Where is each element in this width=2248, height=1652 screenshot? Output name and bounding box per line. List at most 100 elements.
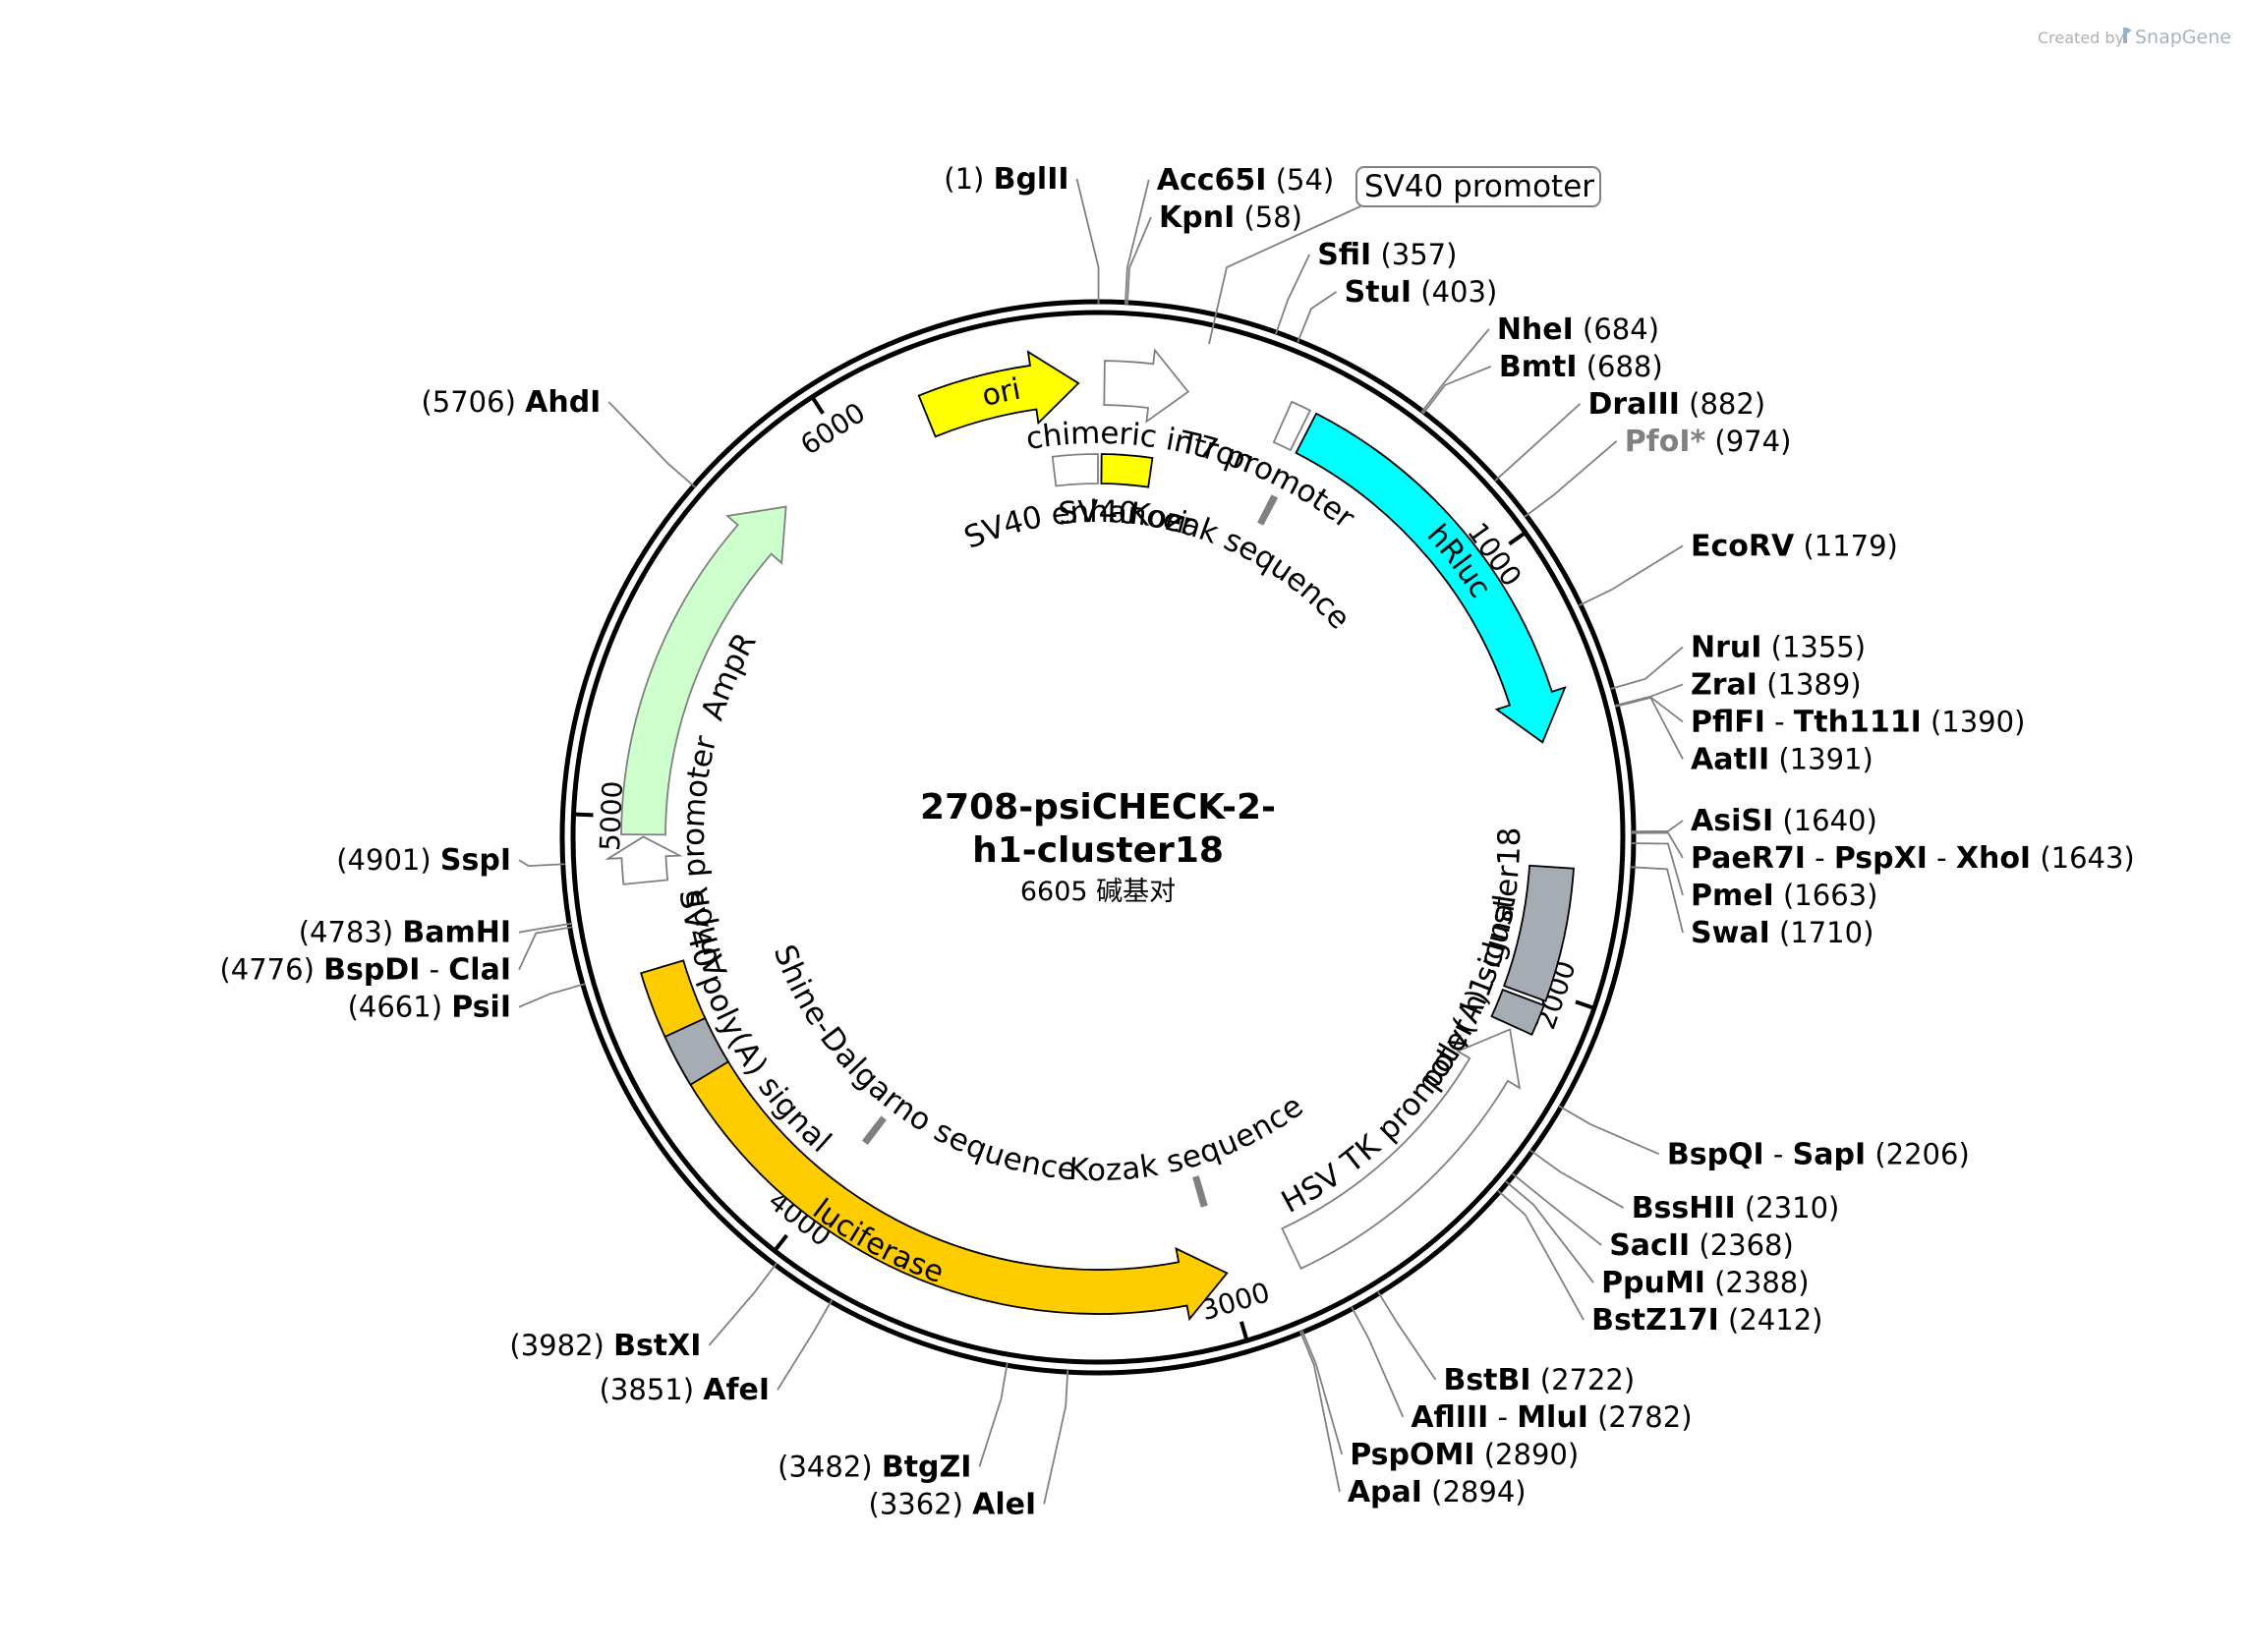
site-label: BmtI (688) [1499, 350, 1663, 384]
site-leader [1075, 178, 1100, 305]
restriction-sites-layer: Acc65I (54)KpnI (58)SfiI (357)StuI (403)… [219, 162, 2134, 1521]
site-leader [1300, 1330, 1344, 1455]
site-leader [1494, 403, 1582, 482]
site-label: BstZ17I (2412) [1591, 1303, 1822, 1338]
site-label: ApaI (2894) [1348, 1475, 1527, 1510]
site-leader [518, 922, 572, 934]
site-bamhi: (4783) BamHI [299, 916, 572, 950]
site-label: PspOMI (2890) [1350, 1438, 1579, 1472]
credit-prefix: Created by [2038, 28, 2124, 47]
site-draiii: DraIII (882) [1494, 387, 1765, 482]
site-pfoi: PfoI* (974) [1524, 425, 1791, 518]
site-leader [518, 859, 565, 868]
feature-hsv-tk-promoter: HSV TK promoter [1276, 1013, 1522, 1271]
site-leader [1631, 866, 1684, 934]
feature-label-ori: ori [978, 371, 1022, 413]
site-btgzi: (3482) BtgZI [778, 1362, 1009, 1484]
site-label: (4901) SspI [336, 843, 511, 878]
site-leader [607, 401, 696, 488]
site-leader [1505, 1180, 1594, 1283]
site-label: SacII (2368) [1609, 1228, 1794, 1263]
site-label: StuI (403) [1345, 275, 1498, 310]
tick-label-6000: 6000 [794, 396, 871, 461]
feature-shape-ori [917, 350, 1080, 438]
site-leader [1631, 820, 1684, 833]
site-label: PflFI - Tth111I (1390) [1691, 705, 2025, 739]
sv40-promoter-label: SV40 promoter [1364, 169, 1594, 204]
feature-hrluc: hRluc [1295, 412, 1567, 744]
site-label: EcoRV (1179) [1691, 529, 1898, 563]
feature-label-kozak-2: Kozak sequence [1067, 1088, 1309, 1187]
site-label: NruI (1355) [1691, 630, 1866, 664]
site-label: AflIII - MluI (2782) [1411, 1400, 1692, 1435]
site-swai: SwaI (1710) [1631, 866, 1873, 950]
site-sfii: SfiI (357) [1275, 238, 1457, 335]
site-leader [978, 1362, 1009, 1467]
site-ahdi: (5706) AhdI [421, 385, 696, 488]
site-leader [1126, 216, 1152, 305]
site-stui: StuI (403) [1297, 275, 1497, 343]
feature-h1-cluster18: h1-cluster18 [1454, 827, 1575, 1020]
site-leader [1558, 1105, 1660, 1156]
feature-shape-t7-promoter [1272, 400, 1312, 452]
tick-2000 [1575, 999, 1593, 1010]
site-label: AatII (1391) [1691, 742, 1873, 776]
site-label: (5706) AhdI [421, 385, 601, 420]
feature-ori: ori [917, 350, 1080, 438]
site-bspdi-clai: (4776) BspDI - ClaI [219, 926, 572, 988]
credit-brand: SnapGene [2135, 27, 2231, 48]
site-pspomi: PspOMI (2890) [1300, 1330, 1579, 1472]
site-leader [1043, 1370, 1069, 1505]
site-label: (3851) AfeI [600, 1373, 770, 1407]
site-leader [1615, 696, 1684, 760]
site-ppumi: PpuMI (2388) [1505, 1180, 1810, 1300]
site-label: (4776) BspDI - ClaI [219, 953, 511, 988]
site-bstbi: BstBI (2722) [1377, 1290, 1635, 1397]
site-label: BstBI (2722) [1443, 1363, 1635, 1397]
sv40-promoter-callout: SV40 promoter [1208, 166, 1601, 345]
site-leader [518, 983, 586, 1008]
site-ecorv: EcoRV (1179) [1578, 529, 1898, 606]
feature-shape-kozak-1 [1257, 494, 1279, 526]
site-zrai: ZraI (1389) [1614, 667, 1862, 707]
site-sacii: SacII (2368) [1512, 1172, 1794, 1263]
site-nhei: NheI (684) [1420, 313, 1659, 414]
site-label: PaeR7I - PspXI - XhoI (1643) [1691, 841, 2135, 876]
site-bmti: BmtI (688) [1421, 350, 1663, 415]
snapgene-credit: Created by SnapGene [2038, 27, 2231, 48]
site-label: PmeI (1663) [1691, 879, 1877, 913]
site-afei: (3851) AfeI [600, 1299, 834, 1407]
site-label: (4661) PsiI [348, 991, 511, 1025]
tick-4000 [774, 1233, 789, 1251]
feature-shape-ampr-promoter [605, 835, 683, 885]
site-label: (3362) AleI [869, 1487, 1037, 1521]
site-leader [1512, 1172, 1602, 1246]
feature-shape-sv40-enhancer [1051, 453, 1099, 487]
site-label: AsiSI (1640) [1691, 804, 1877, 838]
site-psii: (4661) PsiI [348, 983, 586, 1025]
feature-shape-ampr [620, 505, 787, 836]
site-label: BssHII (2310) [1632, 1191, 1840, 1225]
feature-shape-hrluc [1295, 412, 1567, 744]
site-aatii: AatII (1391) [1615, 696, 1873, 776]
feature-shape-sv40-polya [663, 1016, 730, 1086]
feature-shape-h1-cluster18 [1503, 864, 1575, 1002]
tick-6000 [811, 397, 825, 415]
feature-shape-hsv-tk-promoter [1281, 1028, 1522, 1271]
site-bspqi-sapi: BspQI - SapI (2206) [1558, 1105, 1970, 1171]
site-alei: (3362) AleI [869, 1370, 1069, 1521]
site-label: (3482) BtgZI [778, 1450, 971, 1484]
feature-shape-polya-signal [1490, 988, 1546, 1037]
plasmid-size: 6605 碱基对 [1020, 877, 1176, 907]
site-label: NheI (684) [1497, 313, 1659, 347]
site-leader [1615, 696, 1684, 723]
site-label: ZraI (1389) [1691, 667, 1862, 702]
site-leader [1497, 1189, 1585, 1321]
site-label: Acc65I (54) [1157, 163, 1334, 198]
plasmid-name-line1: 2708-psiCHECK-2- [920, 787, 1276, 827]
site-paer7i-pspxi-xhoi: PaeR7I - PspXI - XhoI (1643) [1631, 831, 2135, 876]
feature-shape-chimeric-intron [1103, 348, 1190, 424]
site-label: BspQI - SapI (2206) [1667, 1137, 1970, 1171]
site-leader [1275, 254, 1311, 335]
site-leader [1297, 291, 1338, 343]
